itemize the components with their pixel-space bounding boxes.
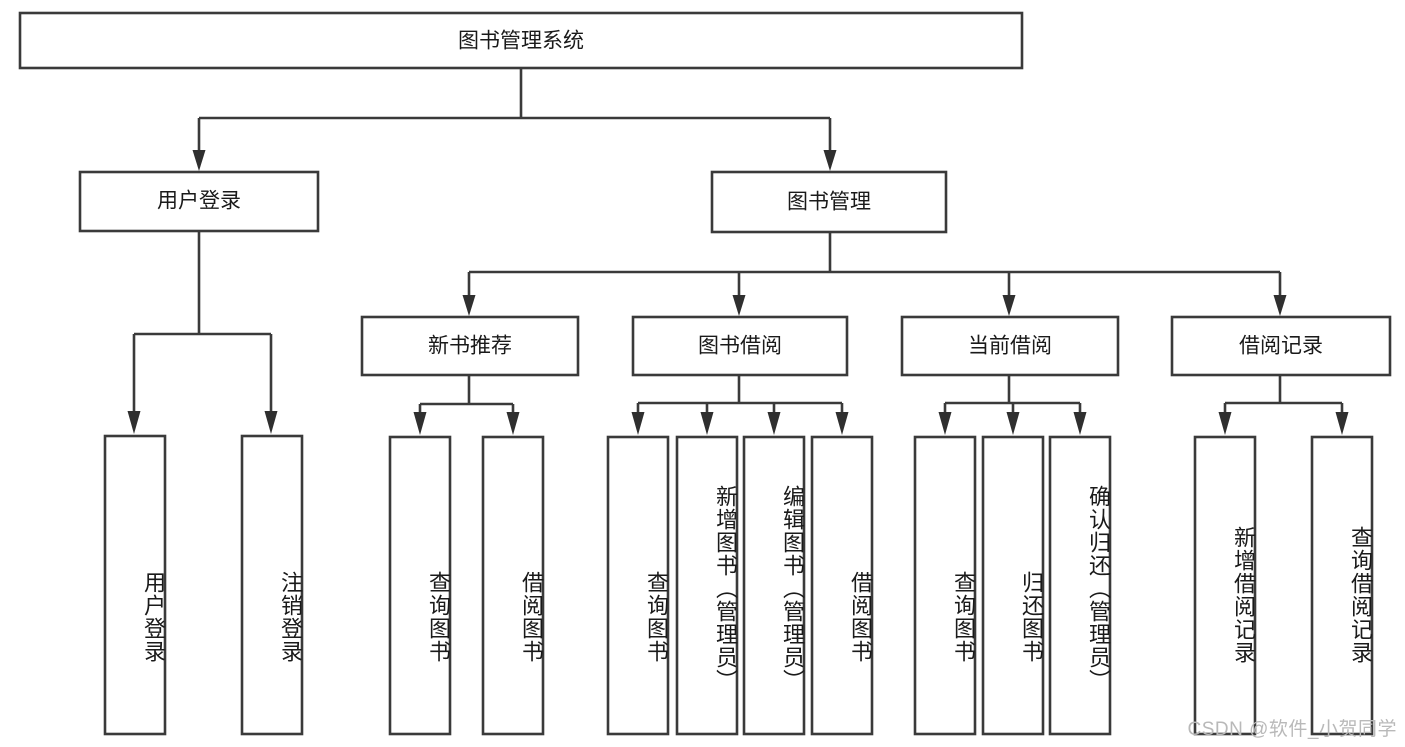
node-layer: 图书管理系统 用户登录 图书管理 新书推荐 图书借阅 当前借阅 借阅记录 (18, 11, 1392, 736)
node-leaf-user-logout[interactable] (240, 434, 304, 736)
node-leaf-edit-book[interactable] (742, 435, 806, 736)
arrowhead-leaf-query-record (1335, 412, 1349, 435)
node-book-borrow-label: 图书借阅 (698, 335, 782, 358)
node-leaf-add-record[interactable] (1193, 435, 1257, 736)
arrowhead-book-manage (823, 150, 837, 171)
node-current-borrow[interactable] (900, 315, 1120, 377)
node-root-book-management-system[interactable] (18, 11, 1024, 70)
watermark-text: CSDN @软件_小贺同学 (1187, 719, 1397, 740)
node-leaf-query-book-2[interactable] (606, 435, 670, 736)
node-new-book-recommend[interactable] (360, 315, 580, 377)
arrowhead-leaf-borrow-book-2 (835, 412, 849, 435)
node-borrow-record-label: 借阅记录 (1239, 335, 1323, 358)
node-borrow-record[interactable] (1170, 315, 1392, 377)
node-leaf-user-login[interactable] (103, 434, 167, 736)
arrowhead-leaf-edit-book (767, 412, 781, 435)
node-root-label: 图书管理系统 (458, 30, 584, 53)
arrowhead-book-borrow (732, 295, 746, 316)
arrowhead-leaf-query-book-3 (938, 412, 952, 435)
connector-layer (127, 68, 1349, 435)
node-leaf-query-book-3[interactable] (913, 435, 977, 736)
arrowhead-leaf-return-book (1006, 412, 1020, 435)
arrowhead-borrow-record (1273, 295, 1287, 316)
arrowhead-leaf-add-book (700, 412, 714, 435)
arrowhead-leaf-user-login (127, 411, 141, 434)
node-leaf-add-book[interactable] (675, 435, 739, 736)
node-user-login[interactable] (78, 170, 320, 233)
node-leaf-query-book-1[interactable] (388, 435, 452, 736)
arrowhead-leaf-query-book-2 (631, 412, 645, 435)
arrowhead-leaf-add-record (1218, 412, 1232, 435)
node-leaf-return-book[interactable] (981, 435, 1045, 736)
node-book-manage[interactable] (710, 170, 948, 234)
arrowhead-leaf-confirm-return (1073, 412, 1087, 435)
arrowhead-new-book-recommend (462, 295, 476, 316)
arrowhead-current-borrow (1002, 295, 1016, 316)
node-new-book-recommend-label: 新书推荐 (428, 335, 512, 358)
node-user-login-label: 用户登录 (157, 190, 241, 213)
arrowhead-leaf-borrow-book-1 (506, 412, 520, 435)
arrowhead-leaf-user-logout (264, 411, 278, 434)
node-leaf-borrow-book-1[interactable] (481, 435, 545, 736)
arrowhead-user-login (192, 150, 206, 171)
node-leaf-confirm-return[interactable] (1048, 435, 1112, 736)
node-leaf-borrow-book-2[interactable] (810, 435, 874, 736)
node-book-manage-label: 图书管理 (787, 191, 871, 214)
node-book-borrow[interactable] (631, 315, 849, 377)
node-current-borrow-label: 当前借阅 (968, 335, 1052, 358)
arrowhead-leaf-query-book-1 (413, 412, 427, 435)
node-leaf-query-record[interactable] (1310, 435, 1374, 736)
